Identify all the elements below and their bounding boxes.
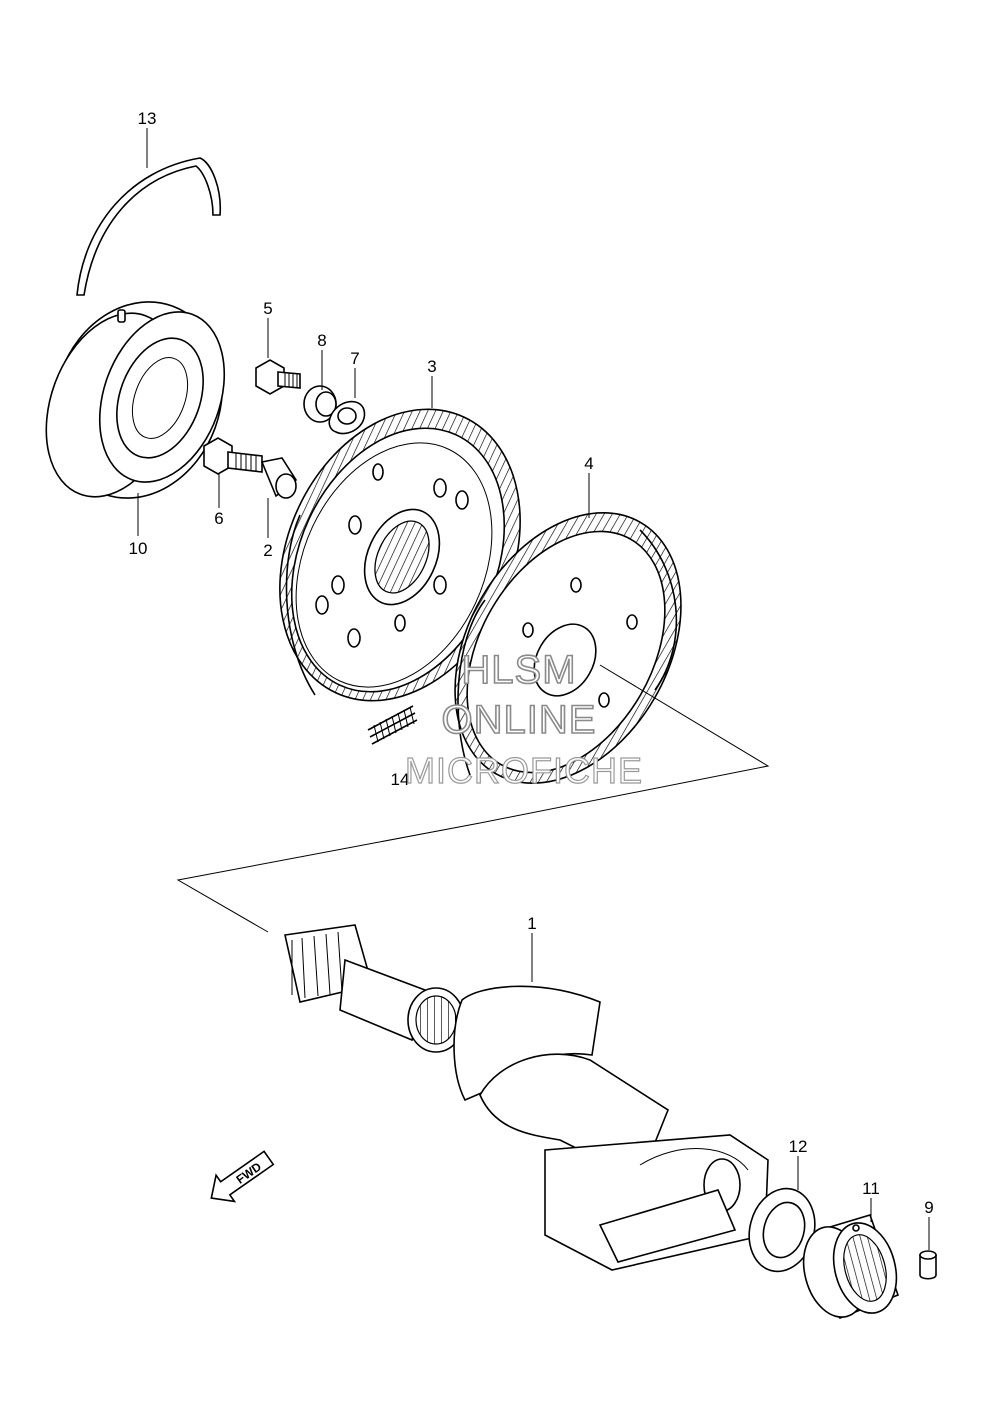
crankshaft [284, 924, 769, 1271]
watermark: HLSM ONLINE MICROFICHE [404, 647, 643, 791]
part-label-14: 14 [391, 770, 410, 789]
part-label-9: 9 [924, 1198, 933, 1217]
watermark-line-3: MICROFICHE [405, 750, 643, 791]
ball-bearing [45, 301, 226, 499]
leader-lines [137, 128, 930, 1250]
part-label-2: 2 [263, 541, 272, 560]
part-label-10: 10 [129, 539, 148, 558]
watermark-line-1: HLSM [461, 648, 576, 692]
lock-washer [328, 400, 366, 435]
part-label-11: 11 [862, 1179, 880, 1198]
spring [367, 705, 418, 745]
needle-bearing [802, 1214, 900, 1320]
circlip [76, 157, 222, 296]
part-label-5: 5 [263, 299, 272, 318]
part-label-1: 1 [527, 914, 536, 933]
part-label-3: 3 [427, 357, 436, 376]
part-label-12: 12 [789, 1137, 808, 1156]
part-label-4: 4 [584, 454, 593, 473]
dowel-pin [919, 1250, 937, 1280]
part-label-13: 13 [138, 109, 157, 128]
fwd-arrow-icon: FWD [210, 1150, 275, 1203]
bolt-upper [255, 359, 301, 395]
part-label-6: 6 [214, 509, 223, 528]
starter-driven-gear [454, 512, 682, 784]
bolt-lower [203, 437, 263, 475]
part-label-7: 7 [350, 349, 359, 368]
thrust-washer [748, 1187, 816, 1273]
starter-clutch-gear [279, 408, 521, 702]
collar [303, 385, 337, 423]
spacer [260, 457, 298, 499]
alignment-lines [176, 664, 770, 933]
watermark-line-2: ONLINE [442, 698, 597, 742]
part-label-8: 8 [317, 331, 326, 350]
